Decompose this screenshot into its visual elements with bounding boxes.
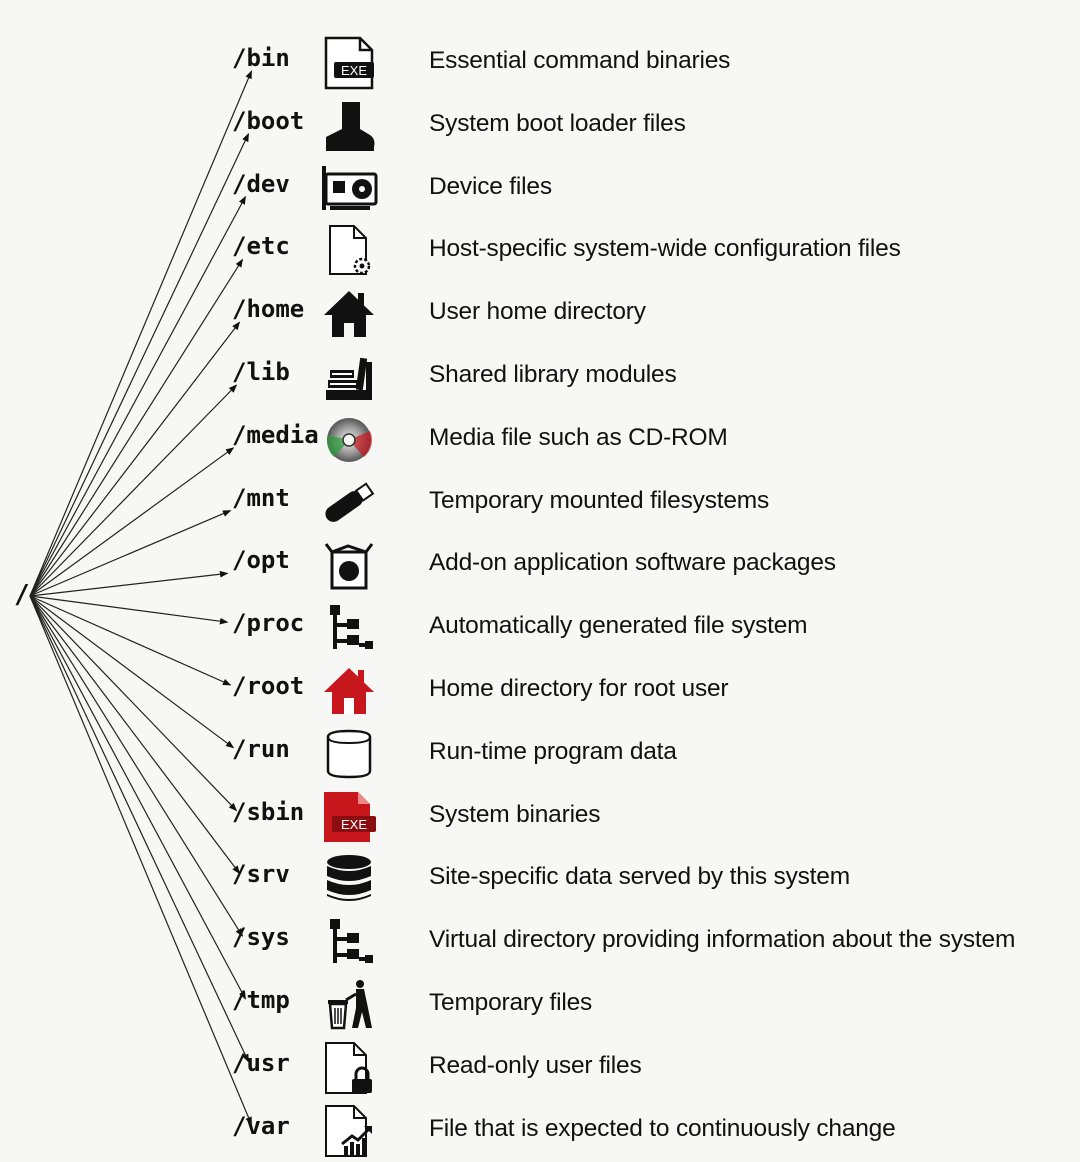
directory-description: Media file such as CD-ROM <box>429 423 728 451</box>
directory-path: /home <box>232 295 305 324</box>
arrow-to-sys <box>29 595 244 937</box>
exe-file-icon: EXE <box>320 36 378 90</box>
arrow-to-tmp <box>29 595 247 1000</box>
directory-row-opt: /opt Add-on application software packages <box>0 534 1080 596</box>
directory-path: /proc <box>232 609 305 638</box>
directory-description: Temporary files <box>429 989 593 1016</box>
directory-row-sys: /sys Virtual directory providing informat… <box>0 911 1080 973</box>
directory-path: /lib <box>232 358 290 386</box>
arrow-to-root <box>29 595 232 686</box>
directory-path: /sys <box>232 923 290 952</box>
directory-row-run: /run Run-time program data <box>0 723 1080 785</box>
arrow-to-etc <box>29 258 244 597</box>
arrow-to-srv <box>29 595 241 875</box>
directory-row-home: /home User home directory <box>0 283 1080 345</box>
arrow-to-sbin <box>29 595 238 812</box>
directory-row-proc: /proc Automatically generated file system <box>0 597 1080 659</box>
directory-description: Home directory for root user <box>429 675 729 702</box>
chart-file-icon <box>320 1104 378 1158</box>
directory-row-tmp: /tmp Temporary files <box>0 974 1080 1036</box>
directory-description: Device files <box>429 172 552 200</box>
arrow-to-run <box>29 595 235 749</box>
directory-row-boot: /boot System boot loader files <box>0 95 1080 157</box>
directory-path: /mnt <box>232 483 290 512</box>
locked-file-icon <box>320 1041 378 1095</box>
directory-path: /run <box>232 734 290 763</box>
arrow-to-opt <box>29 570 229 597</box>
config-file-icon <box>320 224 378 278</box>
arrow-to-media <box>29 447 235 597</box>
directory-description: Automatically generated file system <box>429 612 808 640</box>
trash-icon <box>320 978 378 1032</box>
directory-path: /root <box>232 672 305 700</box>
directory-row-dev: /dev Device files <box>0 158 1080 220</box>
arrow-to-proc <box>29 595 229 625</box>
directory-description: System binaries <box>429 800 601 828</box>
directory-description: User home directory <box>429 298 646 326</box>
arrow-to-home <box>29 321 241 597</box>
arrow-to-lib <box>29 384 238 597</box>
directory-description: File that is expected to continuously ch… <box>429 1114 896 1142</box>
graphics-card-icon <box>320 162 378 216</box>
red-home-icon <box>320 664 378 718</box>
svg-text:EXE: EXE <box>341 63 367 78</box>
directory-path: /usr <box>232 1048 290 1077</box>
directory-path: /boot <box>232 106 305 135</box>
directory-description: Run-time program data <box>429 737 677 765</box>
directory-description: Virtual directory providing information … <box>429 926 1016 954</box>
directory-row-srv: /srv Site-specific data served by this sy… <box>0 848 1080 910</box>
red-exe-file-icon: EXE <box>320 790 378 844</box>
directory-description: Read-only user files <box>429 1051 642 1079</box>
cylinder-icon <box>320 727 378 781</box>
directory-path: /sbin <box>232 797 305 826</box>
directory-row-root: /root Home directory for root user <box>0 660 1080 722</box>
directory-description: Add-on application software packages <box>429 549 836 577</box>
directory-row-usr: /usr Read-only user files <box>0 1037 1080 1099</box>
directory-description: Shared library modules <box>429 361 677 388</box>
directory-path: /media <box>232 420 319 449</box>
directory-description: Host-specific system-wide configuration … <box>429 235 901 263</box>
directory-path: /etc <box>232 232 290 261</box>
directory-row-mnt: /mnt Temporary mounted filesystems <box>0 472 1080 534</box>
directory-path: /var <box>232 1111 290 1140</box>
directory-path: /tmp <box>232 986 290 1014</box>
directory-path: /bin <box>232 44 290 72</box>
root-directory-label: / <box>14 580 30 610</box>
software-package-icon <box>320 538 378 592</box>
cd-rom-icon <box>320 413 378 467</box>
directory-description: Essential command binaries <box>429 47 731 74</box>
arrow-to-var <box>29 595 253 1126</box>
usb-drive-icon <box>320 476 378 530</box>
arrow-to-bin <box>29 70 253 597</box>
arrow-to-dev <box>29 195 247 597</box>
arrow-to-mnt <box>29 510 232 597</box>
directory-row-media: /media Media file such as CD-ROM <box>0 409 1080 471</box>
directory-description: Temporary mounted filesystems <box>429 486 770 514</box>
books-icon <box>320 350 378 404</box>
home-icon <box>320 287 378 341</box>
directory-row-lib: /lib Shared library modules <box>0 346 1080 408</box>
database-icon <box>320 852 378 906</box>
svg-text:EXE: EXE <box>341 817 367 832</box>
arrow-to-boot <box>29 133 250 597</box>
directory-row-var: /var File that is expected to continuousl… <box>0 1100 1080 1162</box>
directory-path: /dev <box>232 169 290 198</box>
tree-structure-icon <box>320 601 378 655</box>
directory-description: System boot loader files <box>429 109 686 137</box>
directory-path: /opt <box>232 546 290 575</box>
arrow-to-usr <box>29 595 250 1063</box>
directory-row-etc: /etc Host-specific system-wide configurat… <box>0 220 1080 282</box>
tree-structure-icon <box>320 915 378 969</box>
directory-description: Site-specific data served by this system <box>429 863 850 891</box>
boot-icon <box>320 99 378 153</box>
directory-path: /srv <box>232 860 290 889</box>
